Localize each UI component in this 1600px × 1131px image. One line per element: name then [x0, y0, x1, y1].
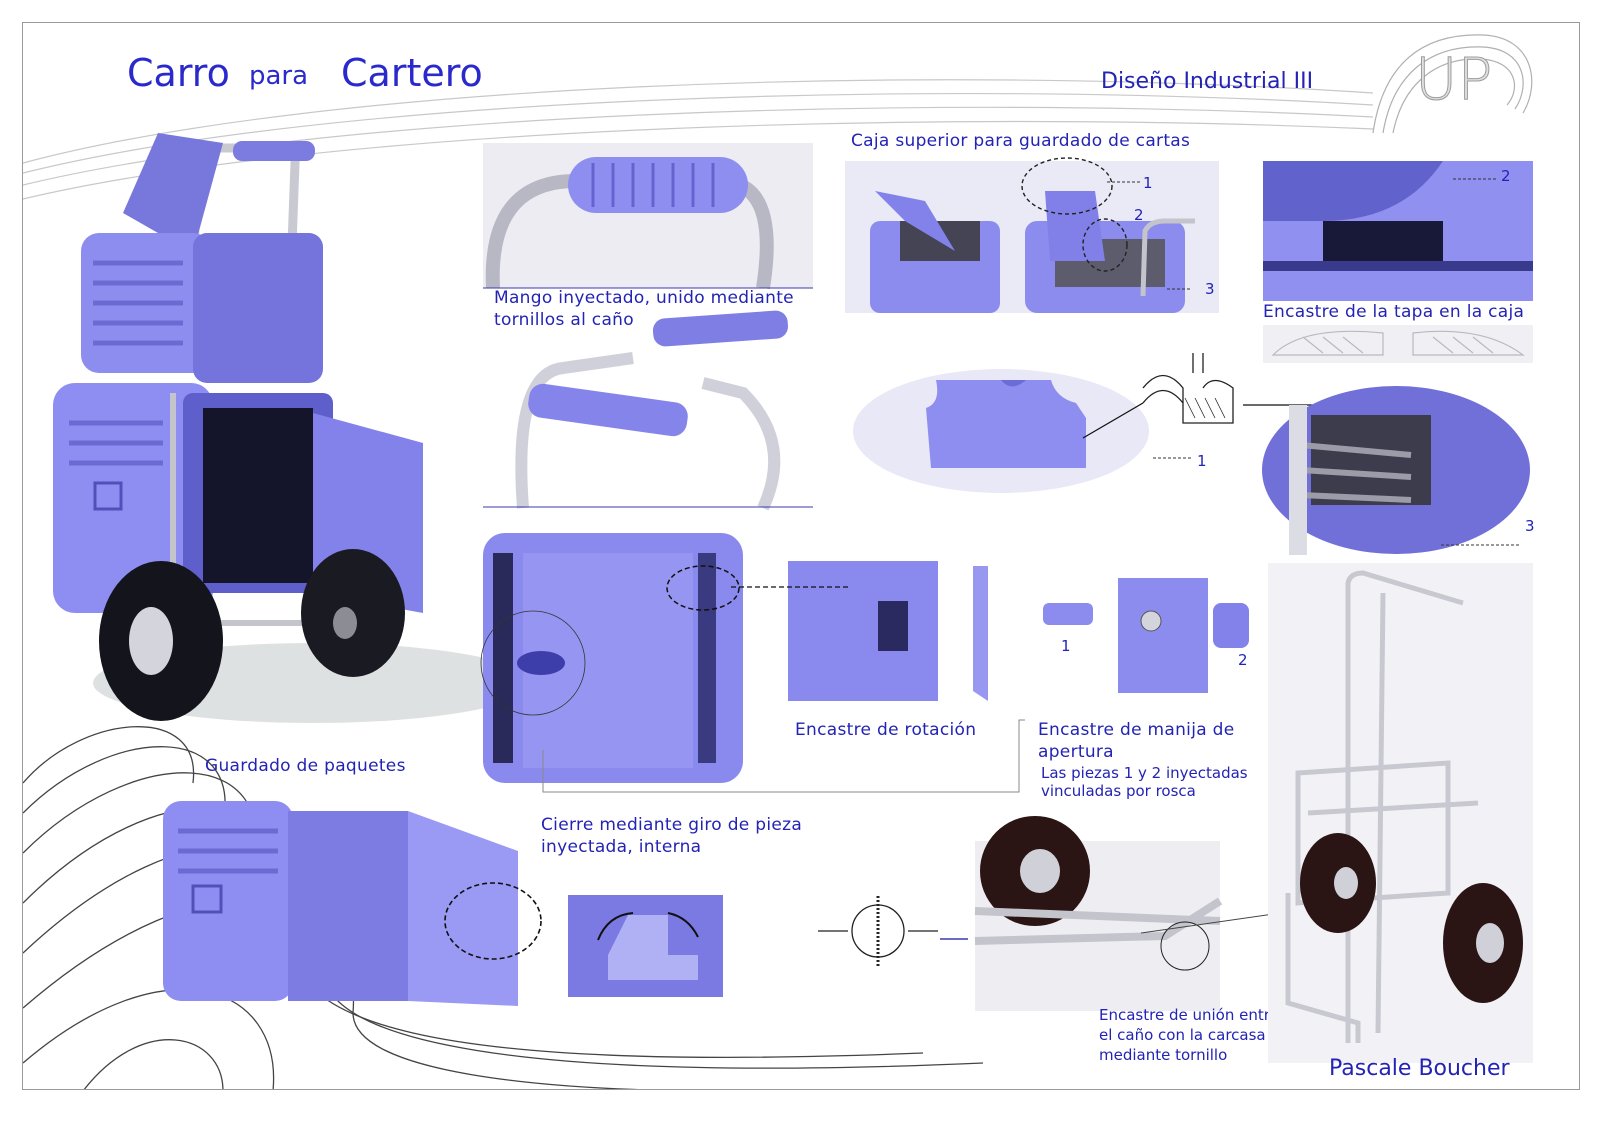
title-cartero: Cartero [341, 51, 483, 95]
logo-text: UP [1414, 45, 1493, 114]
rotation-detail [788, 561, 998, 701]
callout-hinge-3: 3 [1525, 517, 1535, 535]
frame-render [1268, 563, 1533, 1063]
lid-section-drawing [1142, 353, 1234, 459]
encastre-manija-line2: apertura [1038, 742, 1114, 762]
encastre-manija-line1: Encastre de manija de [1038, 720, 1235, 740]
cierre-label-line2: inyectada, interna [541, 837, 702, 857]
callout-caja-3: 3 [1205, 280, 1215, 298]
caja-superior-label: Caja superior para guardado de cartas [851, 131, 1191, 151]
cart-main-render [53, 133, 533, 723]
union-leader [1140, 912, 1282, 934]
tapa-detail-ellipse [853, 369, 1149, 493]
course-name: Diseño Industrial III [1101, 69, 1314, 94]
encastre-rotacion-label: Encastre de rotación [795, 720, 977, 740]
union-label-line1: Encastre de unión entre [1099, 1006, 1279, 1024]
tapa-section-drawing [1263, 325, 1533, 363]
piezas-line2: vinculadas por rosca [1041, 782, 1196, 800]
callout-caja-1: 1 [1143, 174, 1153, 192]
piezas-line1: Las piezas 1 y 2 inyectadas [1041, 764, 1248, 782]
poster-frame: Carro para Cartero Diseño Industrial III… [22, 22, 1580, 1090]
author-name: Pascale Boucher [1329, 1056, 1510, 1081]
union-render [974, 816, 1223, 1011]
manija-detail [1033, 563, 1263, 698]
union-label-line3: mediante tornillo [1099, 1046, 1228, 1064]
title-carro: Carro [127, 51, 230, 95]
bracket-lines [542, 719, 1025, 793]
title-para: para [249, 61, 309, 91]
door-render [480, 533, 743, 783]
callout-manija-1: 1 [1061, 637, 1071, 655]
union-section-drawing [818, 896, 968, 966]
up-logo [1372, 34, 1533, 134]
callout-section-1: 1 [1197, 452, 1207, 470]
caja-superior-render [870, 157, 1195, 313]
callout-tapa-2: 2 [1501, 167, 1511, 185]
mango-label-line2: tornillos al caño [494, 310, 634, 330]
package-box-render [163, 801, 542, 1006]
cierre-label-line1: Cierre mediante giro de pieza [541, 815, 803, 835]
handle-render [483, 143, 813, 511]
guardado-paquetes-label: Guardado de paquetes [205, 756, 406, 776]
hinge-detail-ellipse [1262, 386, 1530, 555]
encastre-tapa-label: Encastre de la tapa en la caja [1263, 302, 1525, 322]
union-label-line2: el caño con la carcasa [1099, 1026, 1266, 1044]
encastre-tapa-render [1263, 161, 1533, 301]
callout-manija-2: 2 [1238, 651, 1248, 669]
dashed-connector [731, 586, 851, 588]
mango-label-line1: Mango inyectado, unido mediante [494, 288, 794, 308]
cierre-detail [568, 895, 723, 997]
callout-caja-2: 2 [1134, 206, 1144, 224]
